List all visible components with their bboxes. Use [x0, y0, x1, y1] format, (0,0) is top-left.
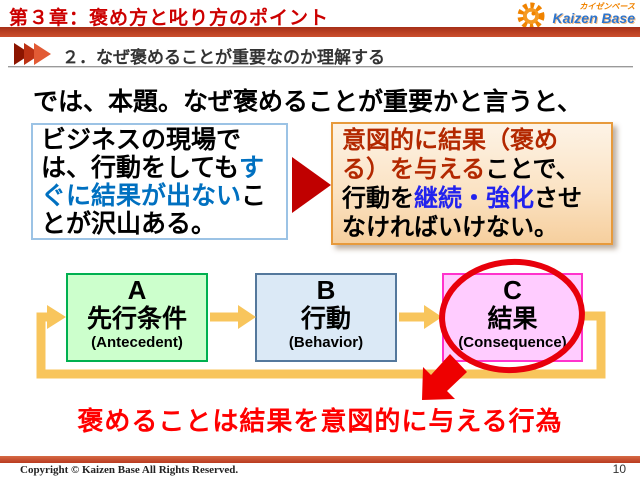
- gear-icon: [517, 2, 545, 30]
- abc-label: 行動: [300, 305, 351, 333]
- abc-letter: C: [503, 275, 522, 305]
- abc-box-consequence: C 結果 (Consequence): [442, 273, 583, 362]
- lead-text: では、本題。なぜ褒めることが重要かと言うと、: [33, 88, 583, 116]
- arrow-b-to-c-head: [424, 305, 442, 329]
- effect-box: 意図的に結果（褒め る）を与えることで、 行動を継続・強化させ なければいけない…: [331, 122, 613, 245]
- title-bar-divider: [0, 27, 640, 37]
- conclusion-text: 褒めることは結果を意図的に与える行為: [77, 406, 563, 436]
- copyright-text: Copyright © Kaizen Base All Rights Reser…: [20, 464, 239, 476]
- arrow-a-to-b-head: [238, 305, 256, 329]
- footer-bar: [0, 456, 640, 463]
- page-title: 第３章：褒め方と叱り方のポイント: [9, 8, 330, 29]
- heading-underline: [8, 66, 633, 68]
- chevrons-icon: [14, 43, 51, 65]
- cause-box: ビジネスの現場で は、行動をしてもす ぐに結果が出ないこ とが沢山ある。: [31, 123, 288, 240]
- abc-box-behavior: B 行動 (Behavior): [255, 273, 397, 362]
- abc-en: (Behavior): [288, 334, 364, 351]
- abc-letter: B: [316, 275, 336, 305]
- logo-name-text: Kaizen Base: [552, 10, 635, 26]
- feedback-loop-arrowhead: [47, 305, 66, 329]
- abc-label: 結果: [487, 305, 538, 333]
- transform-arrow-icon: [292, 157, 331, 213]
- abc-label: 先行条件: [86, 305, 187, 333]
- kaizen-base-logo: カイゼンベース Kaizen Base: [517, 0, 637, 30]
- logo-kana-text: カイゼンベース: [579, 2, 635, 11]
- abc-letter: A: [127, 275, 147, 305]
- page-number: 10: [612, 462, 626, 476]
- abc-en: (Antecedent): [91, 334, 183, 351]
- section-heading-text: ２．なぜ褒めることが重要なのか理解する: [62, 48, 385, 67]
- abc-box-antecedent: A 先行条件 (Antecedent): [66, 273, 208, 362]
- abc-en: (Consequence): [458, 334, 567, 351]
